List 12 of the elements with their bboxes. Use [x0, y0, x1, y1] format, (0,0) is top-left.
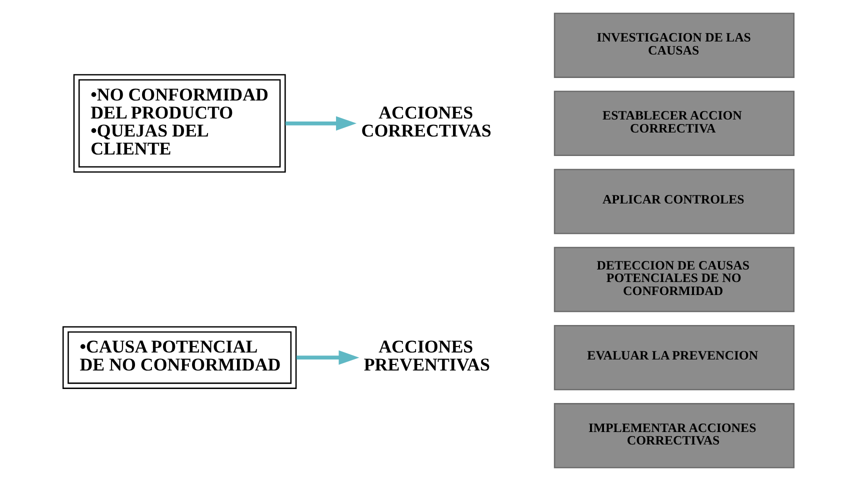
- node-box: DETECCION DE CAUSAS POTENCIALES DE NO CONFORMIDAD: [554, 246, 795, 312]
- node-box: •NO CONFORMIDAD DEL PRODUCTO •QUEJAS DEL CLIENTE: [73, 74, 286, 173]
- node-box: IMPLEMENTAR ACCIONES CORRECTIVAS: [554, 403, 795, 468]
- node-box: EVALUAR LA PREVENCION: [554, 324, 795, 390]
- arrow: [285, 116, 357, 131]
- node-box: ESTABLECER ACCION CORRECTIVA: [554, 90, 795, 156]
- node-box: INVESTIGACION DE LAS CAUSAS: [554, 12, 795, 78]
- node-box: APLICAR CONTROLES: [554, 168, 795, 234]
- node-box: •CAUSA POTENCIAL DE NO CONFORMIDAD: [62, 326, 297, 389]
- arrow: [296, 350, 360, 365]
- node-text: ACCIONES PREVENTIVAS: [364, 336, 490, 375]
- node-text: ACCIONES CORRECTIVAS: [361, 102, 492, 140]
